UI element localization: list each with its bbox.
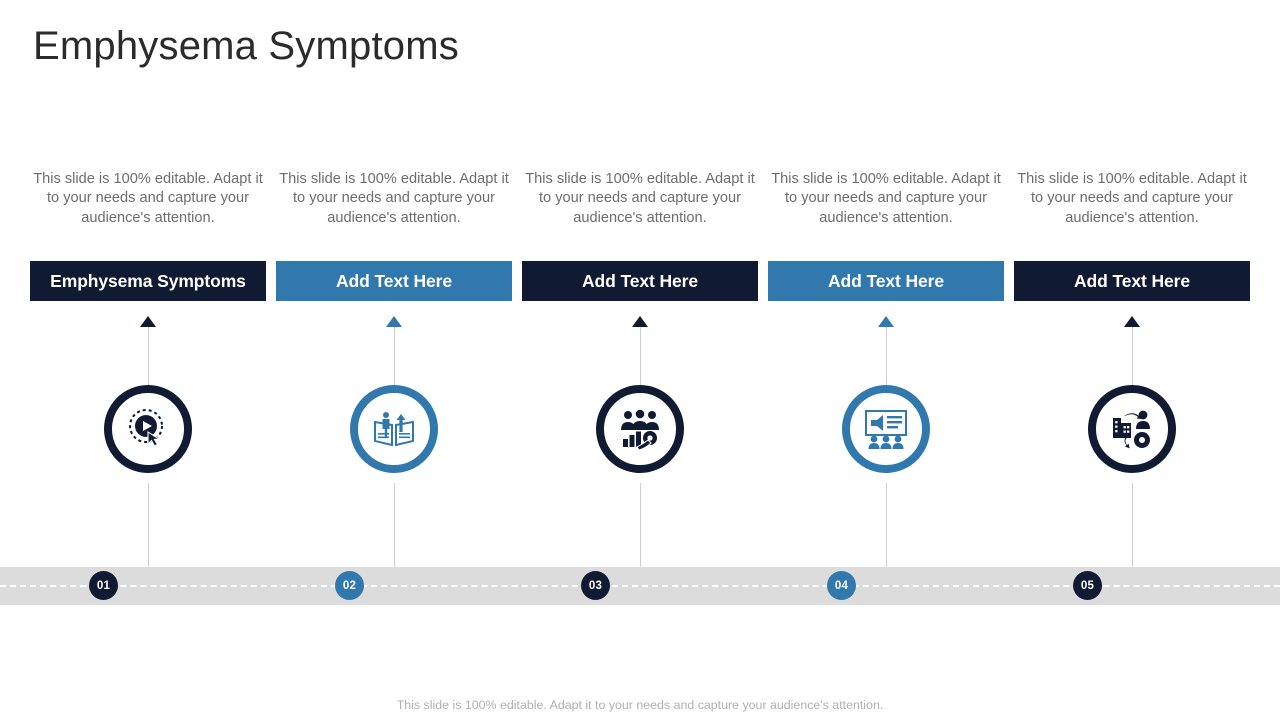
connector-line-top	[393, 327, 395, 395]
building-person-gear-icon	[1113, 410, 1150, 449]
column-banner-label: Add Text Here	[581, 270, 699, 291]
column-01: This slide is 100% editable. Adapt it to…	[30, 170, 266, 588]
columns-container: This slide is 100% editable. Adapt it to…	[30, 170, 1250, 588]
connector-line-top	[1131, 327, 1133, 395]
play-button-click-icon	[129, 409, 163, 447]
icon-ring	[596, 385, 684, 473]
timeline-marker-05[interactable]: 05	[1073, 571, 1102, 600]
icon-container[interactable]	[350, 385, 438, 473]
column-05: This slide is 100% editable. Adapt it to…	[1014, 170, 1250, 588]
presentation-megaphone-audience-icon	[865, 410, 907, 449]
column-description: This slide is 100% editable. Adapt it to…	[771, 171, 1001, 226]
timeline-marker-01[interactable]: 01	[89, 571, 118, 600]
connector-line-bottom	[639, 483, 641, 588]
banner-arrow-icon	[140, 316, 156, 327]
icon-container[interactable]	[596, 385, 684, 473]
banner-arrow-icon	[386, 316, 402, 327]
column-04: This slide is 100% editable. Adapt it to…	[768, 170, 1004, 588]
column-banner[interactable]: Add Text Here	[768, 261, 1004, 301]
column-02: This slide is 100% editable. Adapt it to…	[276, 170, 512, 588]
icon-ring	[842, 385, 930, 473]
column-description: This slide is 100% editable. Adapt it to…	[525, 171, 755, 226]
banner-arrow-icon	[632, 316, 648, 327]
open-book-growth-icon	[374, 412, 414, 447]
connector-line-top	[885, 327, 887, 395]
column-banner-label: Add Text Here	[827, 270, 945, 291]
connector-line-top	[147, 327, 149, 395]
column-description: This slide is 100% editable. Adapt it to…	[33, 171, 263, 226]
column-banner[interactable]: Add Text Here	[276, 261, 512, 301]
connector-line-bottom	[1131, 483, 1133, 588]
banner-arrow-icon	[878, 316, 894, 327]
timeline-marker-04[interactable]: 04	[827, 571, 856, 600]
connector-line-bottom	[147, 483, 149, 588]
column-banner-label: Add Text Here	[1073, 270, 1191, 291]
icon-ring	[104, 385, 192, 473]
column-banner-label: Add Text Here	[335, 270, 453, 291]
icon-ring	[350, 385, 438, 473]
page-title: Emphysema Symptoms	[33, 24, 459, 68]
column-03: This slide is 100% editable. Adapt it to…	[522, 170, 758, 588]
team-chart-gear-icon	[621, 409, 659, 451]
icon-container[interactable]	[104, 385, 192, 473]
connector-line-top	[639, 327, 641, 395]
connector-line-bottom	[393, 483, 395, 588]
icon-container[interactable]	[1088, 385, 1176, 473]
column-banner[interactable]: Add Text Here	[522, 261, 758, 301]
connector-line-bottom	[885, 483, 887, 588]
footer-note: This slide is 100% editable. Adapt it to…	[396, 698, 884, 712]
timeline-dashed-line	[0, 585, 1280, 587]
column-description: This slide is 100% editable. Adapt it to…	[1017, 171, 1247, 226]
column-banner[interactable]: Emphysema Symptoms	[30, 261, 266, 301]
column-banner-label: Emphysema Symptoms	[50, 270, 246, 291]
timeline-marker-03[interactable]: 03	[581, 571, 610, 600]
icon-container[interactable]	[842, 385, 930, 473]
icon-ring	[1088, 385, 1176, 473]
column-description: This slide is 100% editable. Adapt it to…	[279, 171, 509, 226]
column-banner[interactable]: Add Text Here	[1014, 261, 1250, 301]
timeline-marker-02[interactable]: 02	[335, 571, 364, 600]
banner-arrow-icon	[1124, 316, 1140, 327]
